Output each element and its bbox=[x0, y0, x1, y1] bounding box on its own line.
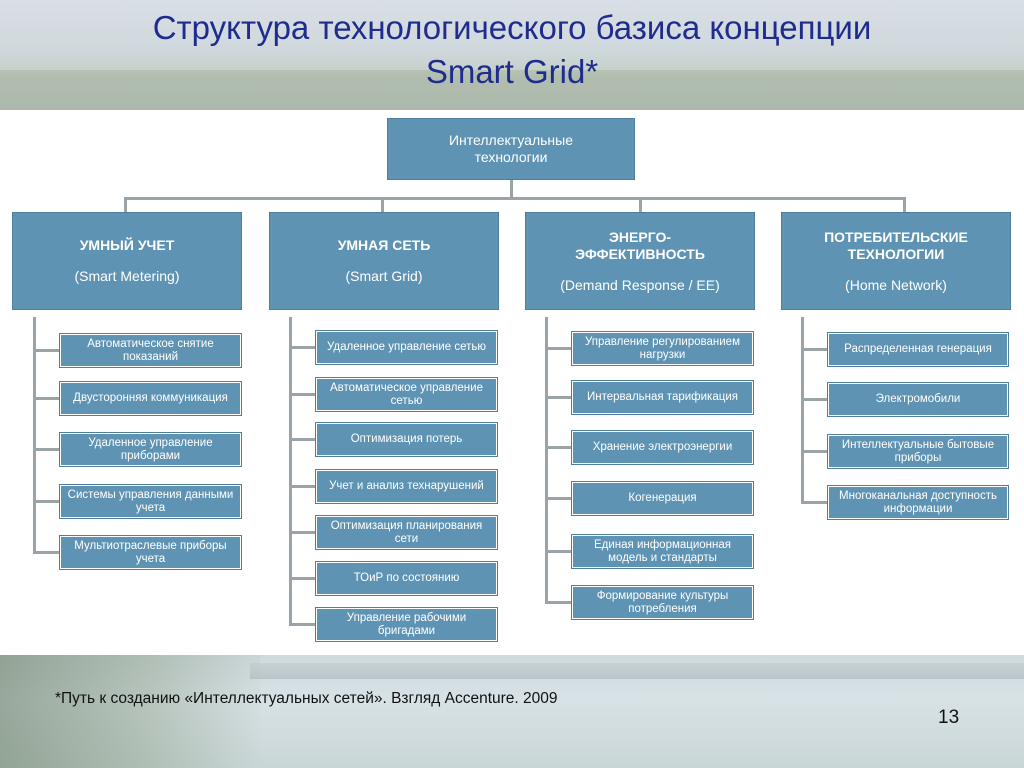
item-smart-appliances: Интеллектуальные бытовые приборы bbox=[827, 434, 1009, 469]
slide-title-line2: Smart Grid* bbox=[425, 53, 599, 90]
connector-branch bbox=[801, 501, 828, 504]
category-subtitle: (Demand Response / EE) bbox=[560, 276, 720, 293]
category-subtitle: (Home Network) bbox=[845, 276, 947, 293]
connector-branch bbox=[545, 396, 572, 399]
connector-branch bbox=[289, 393, 316, 396]
item-remote-grid-control: Удаленное управление сетью bbox=[315, 330, 498, 365]
connector-branch bbox=[545, 446, 572, 449]
background-trees bbox=[0, 655, 260, 768]
connector-cat-1 bbox=[124, 197, 127, 212]
root-node: Интеллектуальные технологии bbox=[387, 118, 635, 180]
connector-spine-2 bbox=[289, 317, 292, 625]
background-photo-top bbox=[0, 0, 1024, 110]
connector-root bbox=[510, 180, 513, 199]
background-hills bbox=[0, 70, 1024, 110]
background-bridge bbox=[250, 663, 1024, 679]
item-condition-based-maintenance: ТОиР по состоянию bbox=[315, 561, 498, 596]
category-name: УМНАЯ СЕТЬ bbox=[337, 237, 431, 253]
connector-spine-4 bbox=[801, 317, 804, 503]
connector-branch bbox=[545, 601, 572, 604]
category-subtitle: (Smart Metering) bbox=[74, 268, 180, 284]
connector-branch bbox=[545, 550, 572, 553]
connector-branch bbox=[545, 347, 572, 350]
item-remote-device-control: Удаленное управление приборами bbox=[59, 432, 242, 467]
connector-branch bbox=[801, 450, 828, 453]
item-unified-information-model: Единая информационная модель и стандарты bbox=[571, 534, 754, 569]
footnote: *Путь к созданию «Интеллектуальных сетей… bbox=[55, 690, 558, 707]
item-workforce-management: Управление рабочими бригадами bbox=[315, 607, 498, 642]
category-smart-metering: УМНЫЙ УЧЕТ (Smart Metering) bbox=[12, 212, 242, 310]
connector-horizontal-bus bbox=[124, 197, 906, 200]
category-name: ЭНЕРГО- ЭФФЕКТИВНОСТЬ bbox=[575, 228, 705, 262]
item-auto-meter-reading: Автоматическое снятие показаний bbox=[59, 333, 242, 368]
category-smart-grid: УМНАЯ СЕТЬ (Smart Grid) bbox=[269, 212, 499, 310]
item-multichannel-information: Многоканальная доступность информации bbox=[827, 485, 1009, 520]
connector-branch bbox=[289, 623, 316, 626]
category-energy-efficiency: ЭНЕРГО- ЭФФЕКТИВНОСТЬ (Demand Response /… bbox=[525, 212, 755, 310]
connector-branch bbox=[33, 397, 60, 400]
connector-branch bbox=[33, 349, 60, 352]
connector-cat-4 bbox=[903, 197, 906, 212]
connector-spine-3 bbox=[545, 317, 548, 603]
connector-branch bbox=[801, 348, 828, 351]
item-automatic-grid-control: Автоматическое управление сетью bbox=[315, 377, 498, 412]
connector-branch bbox=[801, 398, 828, 401]
item-consumption-culture: Формирование культуры потребления bbox=[571, 585, 754, 620]
item-multiutility-meters: Мультиотраслевые приборы учета bbox=[59, 535, 242, 570]
slide-title-line1: Структура технологического базиса концеп… bbox=[152, 9, 872, 46]
connector-branch bbox=[33, 500, 60, 503]
connector-spine-1 bbox=[33, 317, 36, 553]
background-photo-bottom bbox=[0, 655, 1024, 768]
category-consumer-technologies: ПОТРЕБИТЕЛЬСКИЕ ТЕХНОЛОГИИ (Home Network… bbox=[781, 212, 1011, 310]
connector-branch bbox=[33, 448, 60, 451]
page-number: 13 bbox=[938, 707, 960, 728]
category-name: ПОТРЕБИТЕЛЬСКИЕ ТЕХНОЛОГИИ bbox=[824, 228, 968, 262]
connector-branch bbox=[33, 551, 60, 554]
item-electric-vehicles: Электромобили bbox=[827, 382, 1009, 417]
item-technical-violations-analysis: Учет и анализ технарушений bbox=[315, 469, 498, 504]
item-energy-storage: Хранение электроэнергии bbox=[571, 430, 754, 465]
item-grid-planning-optimization: Оптимизация планирования сети bbox=[315, 515, 498, 550]
connector-branch bbox=[289, 485, 316, 488]
item-distributed-generation: Распределенная генерация bbox=[827, 332, 1009, 367]
root-node-line1: Интеллектуальные bbox=[448, 132, 574, 148]
connector-branch bbox=[289, 438, 316, 441]
item-interval-tariffs: Интервальная тарификация bbox=[571, 380, 754, 415]
item-loss-optimization: Оптимизация потерь bbox=[315, 422, 498, 457]
connector-branch bbox=[289, 346, 316, 349]
connector-branch bbox=[289, 531, 316, 534]
item-meter-data-management: Системы управления данными учета bbox=[59, 484, 242, 519]
connector-cat-3 bbox=[639, 197, 642, 212]
category-name: УМНЫЙ УЧЕТ bbox=[79, 237, 175, 253]
item-two-way-communication: Двусторонняя коммуникация bbox=[59, 381, 242, 416]
root-node-line2: технологии bbox=[474, 149, 548, 165]
connector-branch bbox=[545, 497, 572, 500]
connector-cat-2 bbox=[381, 197, 384, 212]
item-cogeneration: Когенерация bbox=[571, 481, 754, 516]
category-subtitle: (Smart Grid) bbox=[345, 268, 423, 284]
item-load-regulation: Управление регулированием нагрузки bbox=[571, 331, 754, 366]
connector-branch bbox=[289, 577, 316, 580]
slide-title: Структура технологического базиса концеп… bbox=[30, 6, 994, 94]
